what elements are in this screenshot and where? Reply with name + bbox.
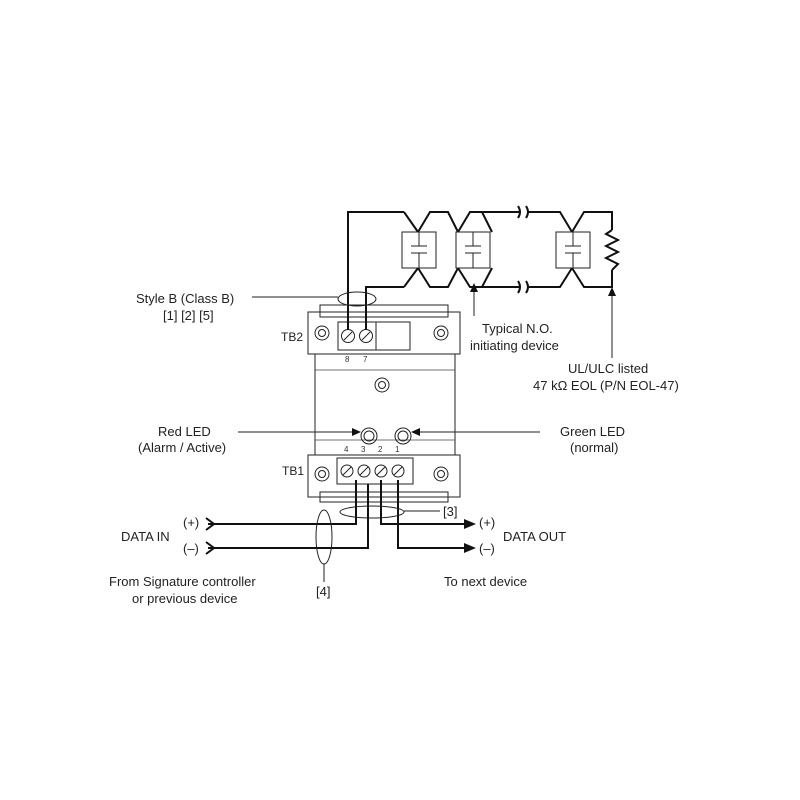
note4-ellipse <box>315 509 333 565</box>
input-arrow-icon <box>205 541 216 555</box>
data-in-label: DATA IN <box>121 529 170 544</box>
arrow-up-icon <box>608 287 616 296</box>
note4-label: [4] <box>316 584 330 599</box>
red-led-label-2: (Alarm / Active) <box>138 440 226 455</box>
from-controller-label: From Signature controller <box>109 574 256 589</box>
tb1-terminal-3: 3 <box>361 445 366 454</box>
style-b-ellipse <box>337 291 377 307</box>
tb2-terminal-7: 7 <box>363 355 368 364</box>
arrow-up-icon <box>470 283 478 292</box>
note3-label: [3] <box>443 504 457 519</box>
data-in-plus: (+) <box>183 515 199 530</box>
mounting-screw-icon <box>314 325 449 482</box>
data-out-plus: (+) <box>479 515 495 530</box>
red-led-icon <box>360 427 378 445</box>
initiating-loop-wiring <box>347 205 621 330</box>
ul-label: UL/ULC listed <box>568 361 648 376</box>
tb2-terminal-8: 8 <box>345 355 350 364</box>
center-screw-icon <box>374 377 390 393</box>
initiating-device-icon <box>455 231 491 269</box>
tb1-terminal-block: 4 3 2 1 <box>336 445 414 485</box>
style-b-notes: [1] [2] [5] <box>163 308 214 323</box>
red-led-label: Red LED <box>158 424 211 439</box>
tb2-label: TB2 <box>281 330 303 344</box>
arrow-right-icon <box>352 428 361 436</box>
input-arrow-icon <box>205 517 216 531</box>
style-b-label: Style B (Class B) <box>136 291 234 306</box>
tb1-terminal-4: 4 <box>344 445 349 454</box>
data-in-minus: (–) <box>183 541 199 556</box>
note3-ellipse <box>339 505 405 519</box>
arrow-left-icon <box>411 428 420 436</box>
green-led-label: Green LED <box>560 424 625 439</box>
initiating-device-icon <box>401 231 437 269</box>
to-next-device-label: To next device <box>444 574 527 589</box>
green-led-icon <box>394 427 412 445</box>
data-out-label: DATA OUT <box>503 529 566 544</box>
green-led-label-2: (normal) <box>570 440 618 455</box>
data-wiring <box>208 480 468 549</box>
module-body <box>307 304 461 503</box>
tb1-label: TB1 <box>282 464 304 478</box>
data-out-minus: (–) <box>479 541 495 556</box>
typical-no-label-2: initiating device <box>470 338 559 353</box>
arrow-right-icon <box>464 519 476 529</box>
tb1-terminal-2: 2 <box>378 445 383 454</box>
from-controller-label-2: or previous device <box>132 591 238 606</box>
tb1-terminal-1: 1 <box>395 445 400 454</box>
typical-no-label: Typical N.O. <box>482 321 553 336</box>
eol-label: 47 kΩ EOL (P/N EOL-47) <box>533 378 679 393</box>
initiating-device-icon <box>555 231 591 269</box>
arrow-right-icon <box>464 543 476 553</box>
